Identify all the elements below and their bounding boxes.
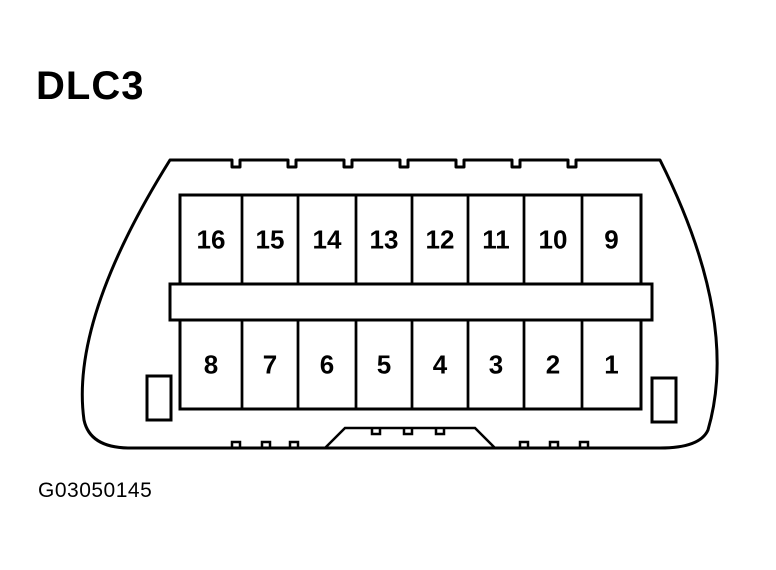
- connector-housing: [80, 158, 719, 450]
- pin-label-3: 3: [489, 350, 503, 380]
- pin-label-9: 9: [604, 225, 618, 255]
- pin-label-7: 7: [263, 350, 277, 380]
- pin-cell-9: [580, 193, 643, 286]
- pin-label-6: 6: [320, 350, 334, 380]
- pin-cell-1: [580, 318, 643, 411]
- pin-label-10: 10: [539, 225, 568, 255]
- connector-key-notch: [324, 426, 496, 449]
- pin-label-5: 5: [377, 350, 391, 380]
- pin-label-2: 2: [546, 350, 560, 380]
- bottom-pin-row: 8 7 6 5 4 3 2 1: [178, 318, 643, 411]
- figure-code: G03050145: [38, 479, 153, 502]
- pin-label-4: 4: [433, 350, 448, 380]
- pin-label-1: 1: [604, 350, 618, 380]
- pin-label-12: 12: [426, 225, 455, 255]
- pin-label-13: 13: [370, 225, 399, 255]
- right-latch-tab: [650, 376, 678, 424]
- pin-label-16: 16: [197, 225, 226, 255]
- center-divider: [168, 282, 654, 322]
- pin-label-11: 11: [482, 225, 510, 255]
- connector-bottom-ridges: [230, 428, 590, 448]
- pin-label-15: 15: [256, 225, 285, 255]
- left-latch-tab: [145, 374, 173, 422]
- diagram-title: DLC3: [36, 64, 145, 108]
- pin-label-8: 8: [204, 350, 218, 380]
- top-pin-row: 16 15 14 13 12 11 10 9: [178, 193, 643, 286]
- pin-label-14: 14: [313, 225, 342, 255]
